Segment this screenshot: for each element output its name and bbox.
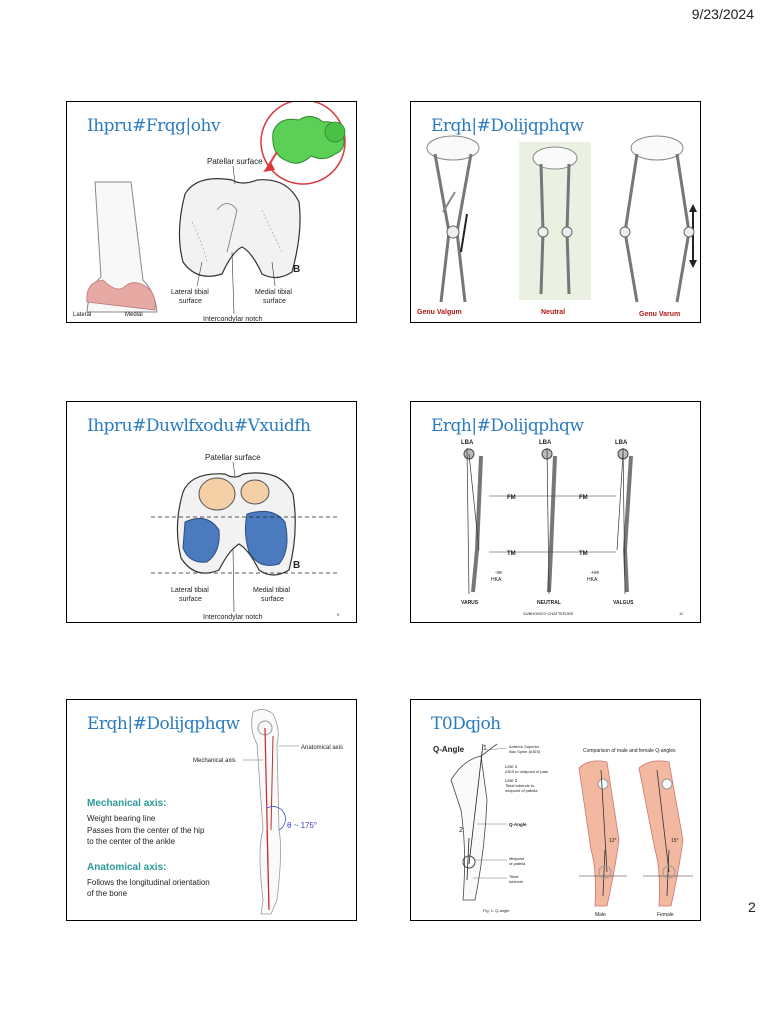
b-label: B bbox=[293, 560, 300, 571]
anatomical-axis-label: Anatomical axis bbox=[301, 745, 343, 751]
medial-tibial-label-2: surface bbox=[263, 298, 286, 305]
lateral-tibial-label: Lateral tibial bbox=[171, 587, 209, 594]
lateral-tibial-label: Lateral tibial bbox=[171, 289, 209, 296]
lateral-small-label: Lateral bbox=[73, 312, 91, 318]
anatomical-line-1: Follows the longitudinal orientation bbox=[87, 878, 210, 887]
q-angle-heading: Q-Angle bbox=[433, 745, 465, 754]
neutral-leg bbox=[541, 447, 557, 595]
slide-title: T0Dqjoh bbox=[431, 714, 501, 734]
slide-knee-alignment-1: Erqh|#Dolijqphqw bbox=[410, 101, 701, 323]
anatomical-line-2: of the bone bbox=[87, 889, 128, 898]
valgus-leg bbox=[616, 447, 633, 595]
medial-small-label: Medial bbox=[125, 312, 143, 318]
b-label: B bbox=[293, 264, 300, 275]
neutral-label: NEUTRAL bbox=[537, 600, 561, 606]
lateral-tibial-label-2: surface bbox=[179, 596, 202, 603]
male-angle: 12° bbox=[609, 838, 617, 844]
slide-title: Ihpru#Duwlfxodu#Vxuidfh bbox=[87, 416, 311, 436]
articular-surface-illustration: Patellar surface B Lateral tibial surfac… bbox=[151, 453, 340, 621]
hka-label-2: HKA bbox=[587, 577, 598, 583]
female-label: Female bbox=[657, 912, 674, 918]
neg-hka-label: -ve bbox=[495, 570, 502, 576]
slide-femoral-condyles: Ihpru#Frqg|ohv Lateral Medial Patellar s… bbox=[66, 101, 357, 323]
figure-caption: Fig. 1: Q-angle bbox=[483, 908, 510, 913]
leg-alignment-illustration: Genu Valgum Neutral Genu Varum bbox=[417, 135, 697, 318]
neutral-caption: Neutral bbox=[541, 309, 565, 316]
genu-varum-caption: Genu Varum bbox=[639, 311, 680, 318]
line2-title: Line 2 bbox=[505, 778, 518, 783]
slide-title: Erqh|#Dolijqphqw bbox=[87, 714, 240, 734]
page-number: 2 bbox=[748, 899, 756, 915]
midpoint-label-2: of patella bbox=[509, 861, 526, 866]
asis-label-1: Anterior Superior bbox=[509, 744, 540, 749]
varus-leg bbox=[463, 447, 483, 595]
female-angle: 15° bbox=[671, 838, 679, 844]
medial-tibial-label: Medial tibial bbox=[255, 289, 292, 296]
genu-varum-figure bbox=[619, 135, 697, 303]
tm-label-2: TM bbox=[579, 551, 588, 557]
valgus-label: VALGUS bbox=[613, 600, 634, 606]
genu-valgum-figure bbox=[426, 135, 480, 303]
author-label: SUBHOMOY CHATTERJEE bbox=[523, 611, 574, 616]
medial-tibial-label: Medial tibial bbox=[253, 587, 290, 594]
slide-title: Ihpru#Frqg|ohv bbox=[87, 116, 221, 136]
tm-label-1: TM bbox=[507, 551, 516, 557]
asis-label-2: Iliac Spine (ASIS) bbox=[509, 749, 541, 754]
patellar-surface-label: Patellar surface bbox=[207, 157, 263, 166]
mechanical-axis-diagram: LBA LBA LBA FM FM TM TM -ve HKA +ve HKA … bbox=[461, 440, 684, 616]
male-leg-figure: 12° bbox=[578, 760, 627, 907]
mechanical-axis-label: Mechanical axis bbox=[193, 758, 236, 764]
tibial-tubercle-label-1: Tibial bbox=[509, 874, 519, 879]
genu-valgum-caption: Genu Valgum bbox=[417, 309, 462, 316]
varus-label: VARUS bbox=[461, 600, 479, 606]
lateral-tibial-label-2: surface bbox=[179, 298, 202, 305]
slide-title: Erqh|#Dolijqphqw bbox=[431, 116, 584, 136]
page-date: 9/23/2024 bbox=[691, 6, 754, 22]
lba-label-2: LBA bbox=[539, 440, 552, 446]
slide-q-angle: T0Dqjoh Q-Angle 2 1 Anterior Superior Il… bbox=[410, 699, 701, 921]
line1-desc: ASIS to midpoint of pats bbox=[505, 769, 548, 774]
mechanical-line-2: Passes from the center of the hip bbox=[87, 826, 205, 835]
female-leg-figure: 15° bbox=[638, 760, 693, 907]
pos-hka-label: +ve bbox=[591, 570, 599, 576]
q-angle-small-label: Q-Angle bbox=[509, 822, 527, 827]
intercondylar-notch-label: Intercondylar notch bbox=[203, 316, 263, 323]
fm-label-2: FM bbox=[579, 495, 588, 501]
comparison-title: Comparison of male and female Q-angles bbox=[583, 748, 676, 754]
mechanical-line-3: to the center of the ankle bbox=[87, 837, 176, 846]
mechanical-line-1: Weight bearing line bbox=[87, 814, 156, 823]
hka-label-1: HKA bbox=[491, 577, 502, 583]
line1-title: Line 1 bbox=[505, 764, 518, 769]
medial-tibial-label-2: surface bbox=[261, 596, 284, 603]
neutral-figure bbox=[519, 142, 591, 300]
line2-desc-2: midpoint of patella bbox=[505, 788, 538, 793]
intercondylar-notch-label: Intercondylar notch bbox=[203, 614, 263, 621]
tibial-tubercle-label-2: tubercle bbox=[509, 879, 524, 884]
fm-label-1: FM bbox=[507, 495, 516, 501]
angle-number-2: 2 bbox=[459, 827, 463, 834]
anatomical-axis-heading: Anatomical axis: bbox=[87, 862, 167, 873]
slide-knee-alignment-axes: Erqh|#Dolijqphqw Anatomical axis Mechani… bbox=[66, 699, 357, 921]
male-label: Male bbox=[595, 912, 606, 918]
q-angle-illustration: Q-Angle 2 1 Anterior Superior Iliac Spin… bbox=[433, 743, 693, 918]
slide-number: 9 bbox=[337, 612, 340, 617]
midpoint-label-1: Midpoint bbox=[509, 856, 525, 861]
slide-femoral-articular-surface: Ihpru#Duwlfxodu#Vxuidfh Patellar surface… bbox=[66, 401, 357, 623]
mechanical-axis-heading: Mechanical axis: bbox=[87, 798, 167, 809]
patellar-surface-label: Patellar surface bbox=[205, 453, 261, 462]
femur-condyle-illustration: Lateral Medial Patellar surface B Latera… bbox=[73, 102, 346, 323]
line2-desc-1: Tibial tubercle to bbox=[505, 783, 535, 788]
slide-number: 11 bbox=[679, 611, 684, 616]
theta-angle-label: θ ~ 175° bbox=[287, 821, 317, 830]
angle-number-1: 1 bbox=[483, 745, 487, 752]
lba-label-1: LBA bbox=[461, 440, 474, 446]
slide-title: Erqh|#Dolijqphqw bbox=[431, 416, 584, 436]
slide-knee-alignment-2: Erqh|#Dolijqphqw LBA LBA LBA FM FM TM TM… bbox=[410, 401, 701, 623]
lba-label-3: LBA bbox=[615, 440, 628, 446]
leg-axis-illustration: Anatomical axis Mechanical axis θ ~ 175° bbox=[193, 709, 343, 915]
